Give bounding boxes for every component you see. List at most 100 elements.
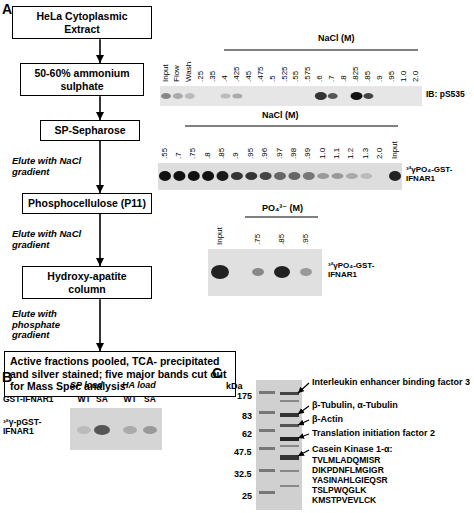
band	[188, 171, 200, 181]
figure-label: Casein Kinase 1-α:	[312, 445, 393, 455]
lane-label: .575	[304, 66, 313, 82]
lane-label: .7	[328, 75, 337, 82]
band	[143, 426, 157, 434]
lane-label: 1.0	[400, 71, 409, 82]
process-box: Active fractions pooled, TCA- precipitat…	[4, 351, 236, 397]
marker-band	[259, 411, 275, 414]
blot-strip	[208, 249, 322, 296]
figure-label: NaCl (M)	[318, 34, 355, 44]
lane-label: .825	[352, 66, 361, 82]
process-box: HeLa Cytoplasmic Extract	[12, 6, 152, 39]
band	[346, 173, 358, 179]
lane-label: Input	[162, 64, 171, 82]
lane-label: .6	[316, 75, 325, 82]
edge-label: Elute with phosphate gradient	[12, 309, 94, 342]
band	[173, 171, 185, 181]
sample-band	[280, 413, 299, 417]
lane-label: .85	[218, 148, 227, 159]
lane-label: 2.0	[412, 71, 421, 82]
flow-arrow	[99, 299, 101, 351]
panel-letter: A	[2, 2, 12, 17]
figure-label: β-Actin	[312, 415, 343, 425]
blot-strip	[160, 86, 422, 106]
lane-label: Flow	[173, 65, 182, 82]
sample-band	[280, 424, 299, 427]
flow-arrow	[99, 214, 101, 266]
bracket-line	[185, 126, 398, 127]
figure-label: Interleukin enhancer binding factor 3	[312, 378, 472, 388]
lane-label: .75	[254, 234, 263, 245]
figure-label: WT	[78, 395, 91, 404]
figure-label: SP load	[70, 381, 103, 391]
lane-label: .35	[209, 71, 218, 82]
figure-label: SA	[96, 395, 108, 404]
figure-label: TVLMLADQMISR	[312, 456, 380, 465]
figure-label: 83	[242, 412, 252, 422]
figure-label: ³²γ-pGST-IFNAR1	[3, 418, 65, 437]
band	[161, 93, 171, 99]
band	[332, 173, 344, 179]
lane-label: 1.3	[362, 148, 371, 159]
sample-band	[280, 392, 299, 395]
blot-bands	[211, 265, 312, 279]
lane-label: .55	[292, 71, 301, 82]
band	[173, 93, 183, 99]
box-text: Hydroxy-apatite column	[28, 270, 146, 295]
flow-arrow	[99, 96, 101, 120]
band	[159, 171, 171, 181]
marker-band	[259, 491, 275, 494]
box-text: SP-Sepharose	[46, 124, 134, 137]
lane-label: .7	[175, 152, 184, 159]
lane-label: .85	[364, 71, 373, 82]
figure-label: IB: pS535	[426, 90, 465, 99]
sample-band	[280, 437, 299, 441]
leader-arrow	[298, 434, 309, 438]
edge-label: Elute with NaCl gradient	[12, 229, 94, 251]
band	[315, 92, 327, 100]
marker-band	[259, 447, 275, 450]
sample-band	[280, 470, 299, 472]
lane-label: .4	[221, 75, 230, 82]
lane-label: .98	[290, 148, 299, 159]
blot-bands	[77, 425, 157, 435]
band	[217, 171, 229, 181]
band	[317, 173, 329, 179]
figure-label: DIKPDNFLMGIGR	[312, 466, 384, 475]
blot-bands	[161, 92, 373, 100]
lane-label: .25	[197, 71, 206, 82]
leader-arrow	[298, 406, 309, 414]
lane-label: 2.0	[376, 148, 385, 159]
figure-label: GST-IFNAR1	[3, 395, 54, 404]
band	[232, 94, 242, 99]
band	[260, 172, 272, 180]
lane-label: .55	[161, 148, 170, 159]
lane-label: .96	[261, 148, 270, 159]
box-text: HeLa Cytoplasmic Extract	[18, 10, 146, 35]
figure-label: 32.5	[234, 470, 252, 480]
lane-label: .9	[232, 152, 241, 159]
lane-label: .475	[257, 66, 266, 82]
marker-band	[259, 391, 275, 394]
process-box: 50-60% ammonium sulphate	[20, 63, 144, 96]
band	[94, 425, 110, 435]
band	[300, 268, 312, 276]
panel-letter: B	[2, 370, 12, 385]
figure-label: β-Tubulin, α-Tubulin	[312, 401, 398, 411]
figure-label: NaCl (M)	[262, 111, 299, 121]
gel-bands	[259, 391, 299, 494]
figure-label: PO₄³⁻ (M)	[262, 204, 303, 214]
band	[245, 172, 257, 180]
sample-band	[280, 485, 299, 487]
figure-label: 25	[242, 492, 252, 502]
band	[185, 93, 195, 99]
lane-label: .99	[304, 148, 313, 159]
leader-arrows	[298, 383, 309, 456]
box-text: 50-60% ammonium sulphate	[26, 67, 138, 92]
lane-label: 1.1	[333, 148, 342, 159]
lane-label: .75	[189, 148, 198, 159]
lane-label: .5	[269, 75, 278, 82]
box-text: Active fractions pooled, TCA- precipitat…	[10, 355, 230, 393]
figure-label: SA	[144, 395, 156, 404]
band	[389, 171, 401, 181]
